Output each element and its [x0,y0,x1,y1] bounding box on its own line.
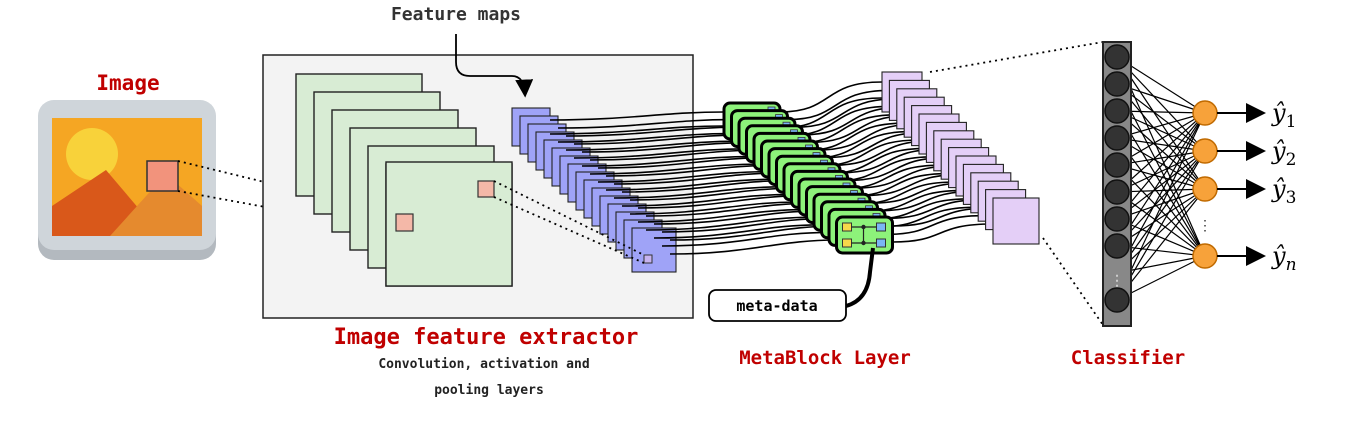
input-neuron [1104,152,1130,178]
output-labels: ŷ1 ŷ2 ŷ3 ŷn [1271,99,1297,275]
extractor-subtitle-line1: Convolution, activation and [378,357,589,372]
metablock-unit [835,215,894,255]
input-ellipsis: ⋮ [1110,273,1124,289]
input-neuron [1104,98,1130,124]
feature-map [631,227,677,273]
feature-map-patch [643,254,653,264]
metadata-connector [845,247,875,308]
feature-link [613,186,785,199]
input-neuron [1104,125,1130,151]
metablock-link [884,214,986,236]
metadata-box [708,289,847,322]
feature-link [597,170,770,183]
metablock-stack [722,101,894,255]
feature-link [629,201,800,215]
feature-link [565,140,740,151]
output-neuron [1192,176,1218,202]
conv-patch-a [395,213,414,232]
feature-link [573,148,747,159]
metablock-node [842,222,852,232]
image-label: Image [96,71,159,95]
metablock-junction [861,224,866,230]
output-label-4: ŷn [1271,242,1297,275]
metablock-node [876,222,886,232]
feature-link [565,126,740,137]
metablock-link [892,223,994,243]
classifier-output-neurons [1192,100,1266,269]
input-neuron [1104,71,1130,97]
feature-link [605,178,777,191]
classifier-input-neurons [1104,44,1130,313]
feature-map-stack [511,107,677,273]
metablock-link [787,89,890,121]
output-label-2: ŷ2 [1271,137,1296,170]
output-ellipsis: ⋮ [1198,218,1212,234]
output-neuron [1192,243,1218,269]
conv-patch-b [477,180,495,198]
metablock-node [876,238,886,248]
feature-link [645,216,815,231]
feature-link [669,239,837,255]
extractor-subtitle-line2: pooling layers [434,383,544,398]
metablock-node [842,238,852,248]
feature-link [653,224,822,239]
flattened-feature [992,197,1040,245]
input-image-icon [38,100,216,260]
image-patch [146,160,179,192]
feature-maps-arrow [455,34,534,98]
output-label-1: ŷ1 [1271,99,1296,132]
input-neuron [1104,233,1130,259]
feature-link [589,163,762,175]
metablock-junction [861,240,866,246]
metadata-label: meta-data [736,297,817,315]
metablock-title: MetaBlock Layer [739,347,911,369]
feature-link [549,125,725,135]
feature-link [637,208,807,223]
output-neuron [1192,138,1218,164]
input-neuron [1104,44,1130,70]
feature-link [661,231,830,247]
flattened-feature-stack [881,71,1040,245]
extractor-title: Image feature extractor [334,325,639,350]
output-label-3: ŷ3 [1271,175,1296,208]
feature-link [621,193,792,207]
classifier-title: Classifier [1071,347,1185,369]
metablock-box [835,215,894,255]
metablock-link [794,98,897,128]
input-neuron [1104,179,1130,205]
feature-link [581,155,755,167]
output-neuron [1192,100,1218,126]
feature-maps-label: Feature maps [391,4,521,25]
metablock-link [779,81,883,113]
input-neuron [1104,206,1130,232]
feature-projection-lines [493,180,645,264]
input-neuron [1104,287,1130,313]
feature-link [557,118,732,129]
feature-link [549,111,725,121]
feature-link [557,132,732,143]
